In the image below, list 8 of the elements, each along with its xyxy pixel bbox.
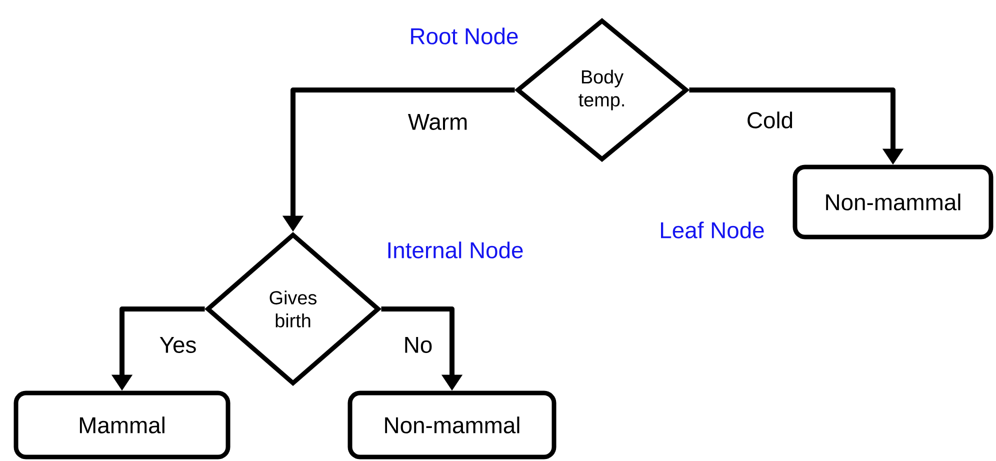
edge-label: No <box>402 336 434 354</box>
annotation: Leaf Node <box>661 222 764 238</box>
edge-label: Yes <box>158 336 198 354</box>
leaf-box: Non-mammal <box>792 164 994 240</box>
edge-label: Warm <box>406 113 470 131</box>
leaf-box: Non-mammal <box>348 390 556 460</box>
leaf-box: Mammal <box>14 390 230 460</box>
edge-label: Cold <box>745 110 795 130</box>
